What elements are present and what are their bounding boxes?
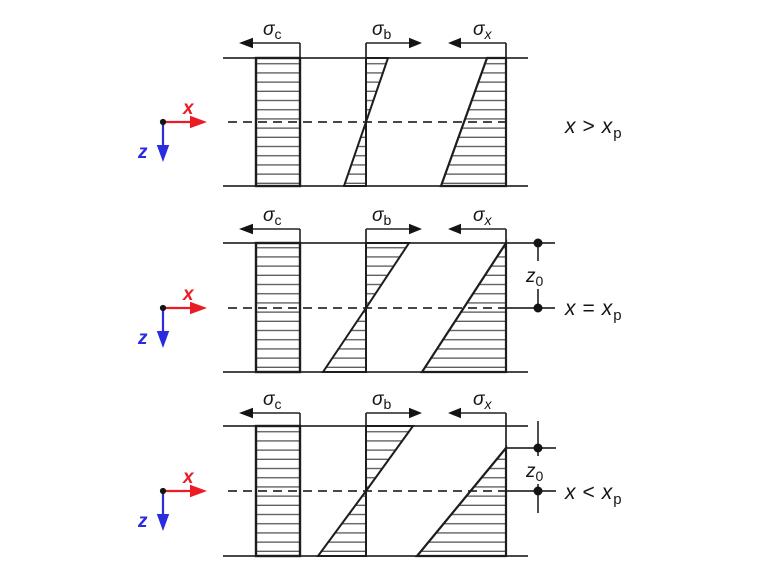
sigma-b-arrowhead-right-icon <box>409 407 422 419</box>
sigma-c-distribution <box>254 241 302 374</box>
sigma-c-distribution <box>254 56 302 188</box>
sigma-c-arrowhead-left-icon <box>239 223 253 235</box>
x-axis-arrow-icon <box>190 484 207 498</box>
sigma-b-bottom-triangle <box>321 304 367 373</box>
x-axis-label: x <box>182 284 195 305</box>
sigma-b-top-triangle <box>365 425 415 495</box>
sigma-x-distribution <box>419 239 508 374</box>
sigma-c-label: σc <box>263 389 281 412</box>
sigma-x-label: σx <box>473 19 492 42</box>
x-axis-arrow-icon <box>190 115 207 129</box>
sigma-c-label: σc <box>263 19 281 42</box>
sigma-b-label: σb <box>372 205 391 228</box>
z-axis-label: z <box>137 142 148 163</box>
z-axis-arrow-icon <box>156 514 170 531</box>
condition-label: x>xp <box>564 115 622 142</box>
z0-top-dot <box>533 238 543 248</box>
z-axis-label: z <box>137 511 148 532</box>
z-axis-label: z <box>137 328 148 349</box>
x-axis-label: x <box>182 467 195 488</box>
panel-x-gt-xp: x z σc σb σx x>xp <box>137 19 622 188</box>
sigma-c-distribution <box>254 424 302 558</box>
z0-top-dot <box>533 443 543 453</box>
origin-dot <box>159 304 167 312</box>
sigma-x-label: σx <box>473 389 492 412</box>
panel-x-lt-xp: x z σc σb σx z0 x<xp <box>137 389 622 558</box>
origin-dot <box>159 487 167 495</box>
sigma-x-arrowhead-left-icon <box>448 223 461 235</box>
sigma-b-arrowhead-right-icon <box>409 223 422 235</box>
sigma-x-label: σx <box>473 205 492 228</box>
z-axis-arrow-icon <box>156 331 170 348</box>
sigma-x-distribution <box>439 56 508 188</box>
z0-bottom-dot <box>533 486 543 496</box>
sigma-b-bottom-triangle <box>316 487 367 557</box>
sigma-c-arrowhead-left-icon <box>239 37 253 49</box>
origin-dot <box>159 118 167 126</box>
sigma-x-arrowhead-left-icon <box>448 37 461 49</box>
sigma-b-label: σb <box>372 19 391 42</box>
sigma-b-top-triangle <box>365 57 390 123</box>
x-axis-arrow-icon <box>190 301 207 315</box>
x-axis-label: x <box>182 98 195 119</box>
sigma-c-label: σc <box>263 205 281 228</box>
sigma-c-arrowhead-left-icon <box>239 407 253 419</box>
panel-x-eq-xp: x z σc σb σx z0 x=xp <box>137 205 622 374</box>
z0-label-backing <box>523 261 552 289</box>
sigma-b-top-triangle <box>365 242 411 312</box>
z0-bottom-dot <box>533 303 543 313</box>
sigma-b-arrowhead-right-icon <box>409 37 422 49</box>
z-axis-arrow-icon <box>156 145 170 162</box>
condition-label: x=xp <box>564 297 622 324</box>
condition-label: x<xp <box>564 481 622 508</box>
sigma-x-arrowhead-left-icon <box>448 407 461 419</box>
sigma-b-bottom-triangle <box>342 121 367 187</box>
sigma-x-distribution <box>414 444 508 558</box>
z0-label: z0 <box>525 461 544 484</box>
sigma-b-label: σb <box>372 389 391 412</box>
z0-label: z0 <box>525 266 544 289</box>
z0-label-backing <box>523 456 552 484</box>
